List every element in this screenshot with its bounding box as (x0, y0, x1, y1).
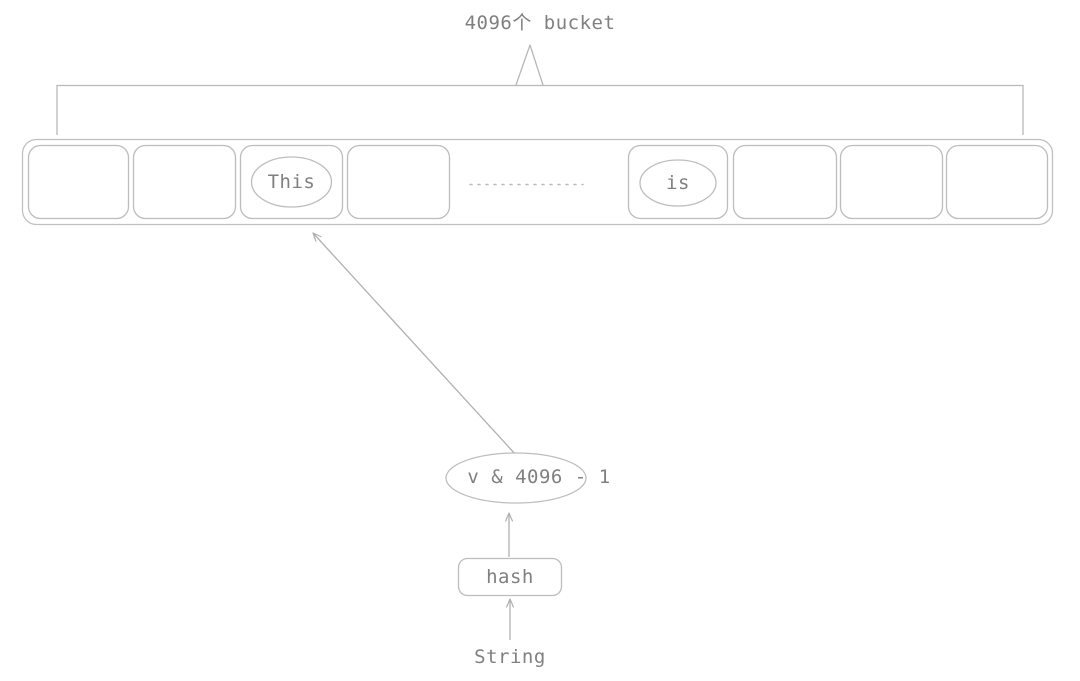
bucket-cell-8[interactable] (945, 144, 1049, 220)
bucket-cell-5[interactable] (627, 144, 729, 220)
hash-expression-node (445, 452, 587, 504)
bucket-span-brace (56, 44, 1024, 135)
input-string-label: String (474, 646, 546, 668)
bucket-cell-6[interactable] (732, 144, 838, 220)
bucket-cell-2[interactable] (239, 144, 344, 220)
hash-expression-label: v & 4096 - 1 (467, 466, 611, 488)
bucket-entry-this-ellipse (250, 156, 333, 208)
bucket-cell-7[interactable] (839, 144, 944, 220)
edge-expression-to-bucket (312, 232, 517, 456)
bucket-entry-is-label: is (666, 172, 690, 194)
bucket-entry-is-ellipse (639, 159, 717, 207)
hash-function-label: hash (486, 566, 534, 588)
bucket-cell-1[interactable] (132, 144, 237, 220)
bucket-cell-3[interactable] (346, 144, 451, 220)
bucket-cell-0[interactable] (27, 144, 130, 220)
bucket-entry-this-label: This (267, 171, 316, 193)
bucket-array-title: 4096个 bucket (464, 12, 616, 34)
hash-function-node (457, 557, 563, 597)
